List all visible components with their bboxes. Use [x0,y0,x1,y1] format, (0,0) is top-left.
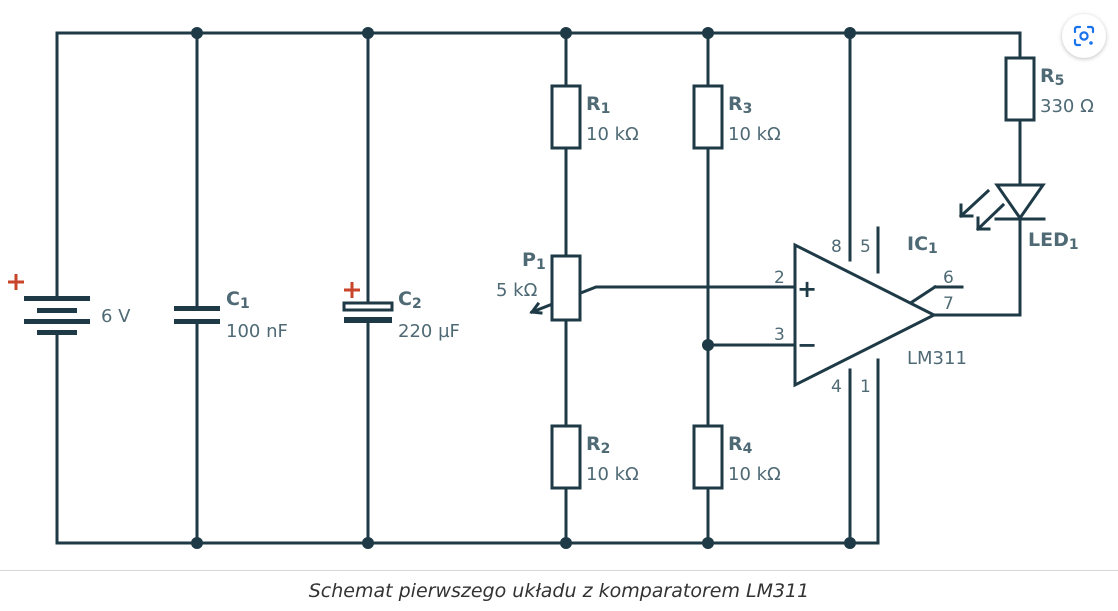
potentiometer-p1: P1 5 kΩ [496,249,582,322]
r4-value: 10 kΩ [728,464,781,485]
p1-value: 5 kΩ [496,280,538,301]
pin-8-label: 8 [831,237,842,257]
pin-6-label: 6 [943,268,954,288]
ic1-label: IC1 [907,233,938,257]
capacitor-c2: C2 220 µF [342,282,460,342]
resistor-r5: R5 330 Ω [1004,56,1094,122]
pin-2-label: 2 [774,268,785,288]
pin-3-label: 3 [774,325,785,345]
lens-search-button[interactable] [1062,14,1106,58]
r5-label: R5 [1040,65,1064,89]
ic1-part-number: LM311 [907,348,967,369]
inverting-input-sign: − [797,331,817,359]
pin-1-label: 1 [860,377,871,397]
c2-value: 220 µF [398,321,460,342]
circuit-schematic: 6 V C1 100 nF C2 220 µF R1 10 kΩ P1 5 kΩ… [8,27,1094,549]
caption-bar: Schemat pierwszego układu z komparatorem… [0,570,1118,611]
google-lens-icon [1073,25,1095,47]
light-emission-arrows-icon [958,188,1006,232]
r1-label: R1 [586,93,610,117]
junction-dots [191,27,856,549]
capacitor-c1: C1 100 nF [174,288,288,342]
pin-5-label: 5 [860,237,871,257]
battery-6v: 6 V [8,274,131,335]
resistor-r3: R3 10 kΩ [692,84,781,150]
resistor-r1: R1 10 kΩ [550,84,639,150]
c1-value: 100 nF [226,321,288,342]
battery-value: 6 V [101,306,131,327]
r2-value: 10 kΩ [586,464,639,485]
r1-value: 10 kΩ [586,124,639,145]
p1-label: P1 [522,249,546,273]
pin-4-label: 4 [831,377,842,397]
resistor-r2: R2 10 kΩ [550,424,639,490]
r3-value: 10 kΩ [728,124,781,145]
led-1: LED1 [958,183,1079,253]
led-label: LED1 [1028,229,1079,253]
c2-label: C2 [398,288,422,312]
resistor-r4: R4 10 kΩ [692,424,781,490]
figure-caption: Schemat pierwszego układu z komparatorem… [308,580,810,602]
r4-label: R4 [728,433,753,457]
r5-value: 330 Ω [1040,96,1094,117]
r3-label: R3 [728,93,752,117]
pin-7-label: 7 [943,294,954,314]
c1-label: C1 [226,288,250,312]
comparator-ic1: + − IC1 LM311 2 3 8 5 4 1 6 7 [774,233,967,397]
noninverting-input-sign: + [797,275,817,303]
r2-label: R2 [586,433,610,457]
